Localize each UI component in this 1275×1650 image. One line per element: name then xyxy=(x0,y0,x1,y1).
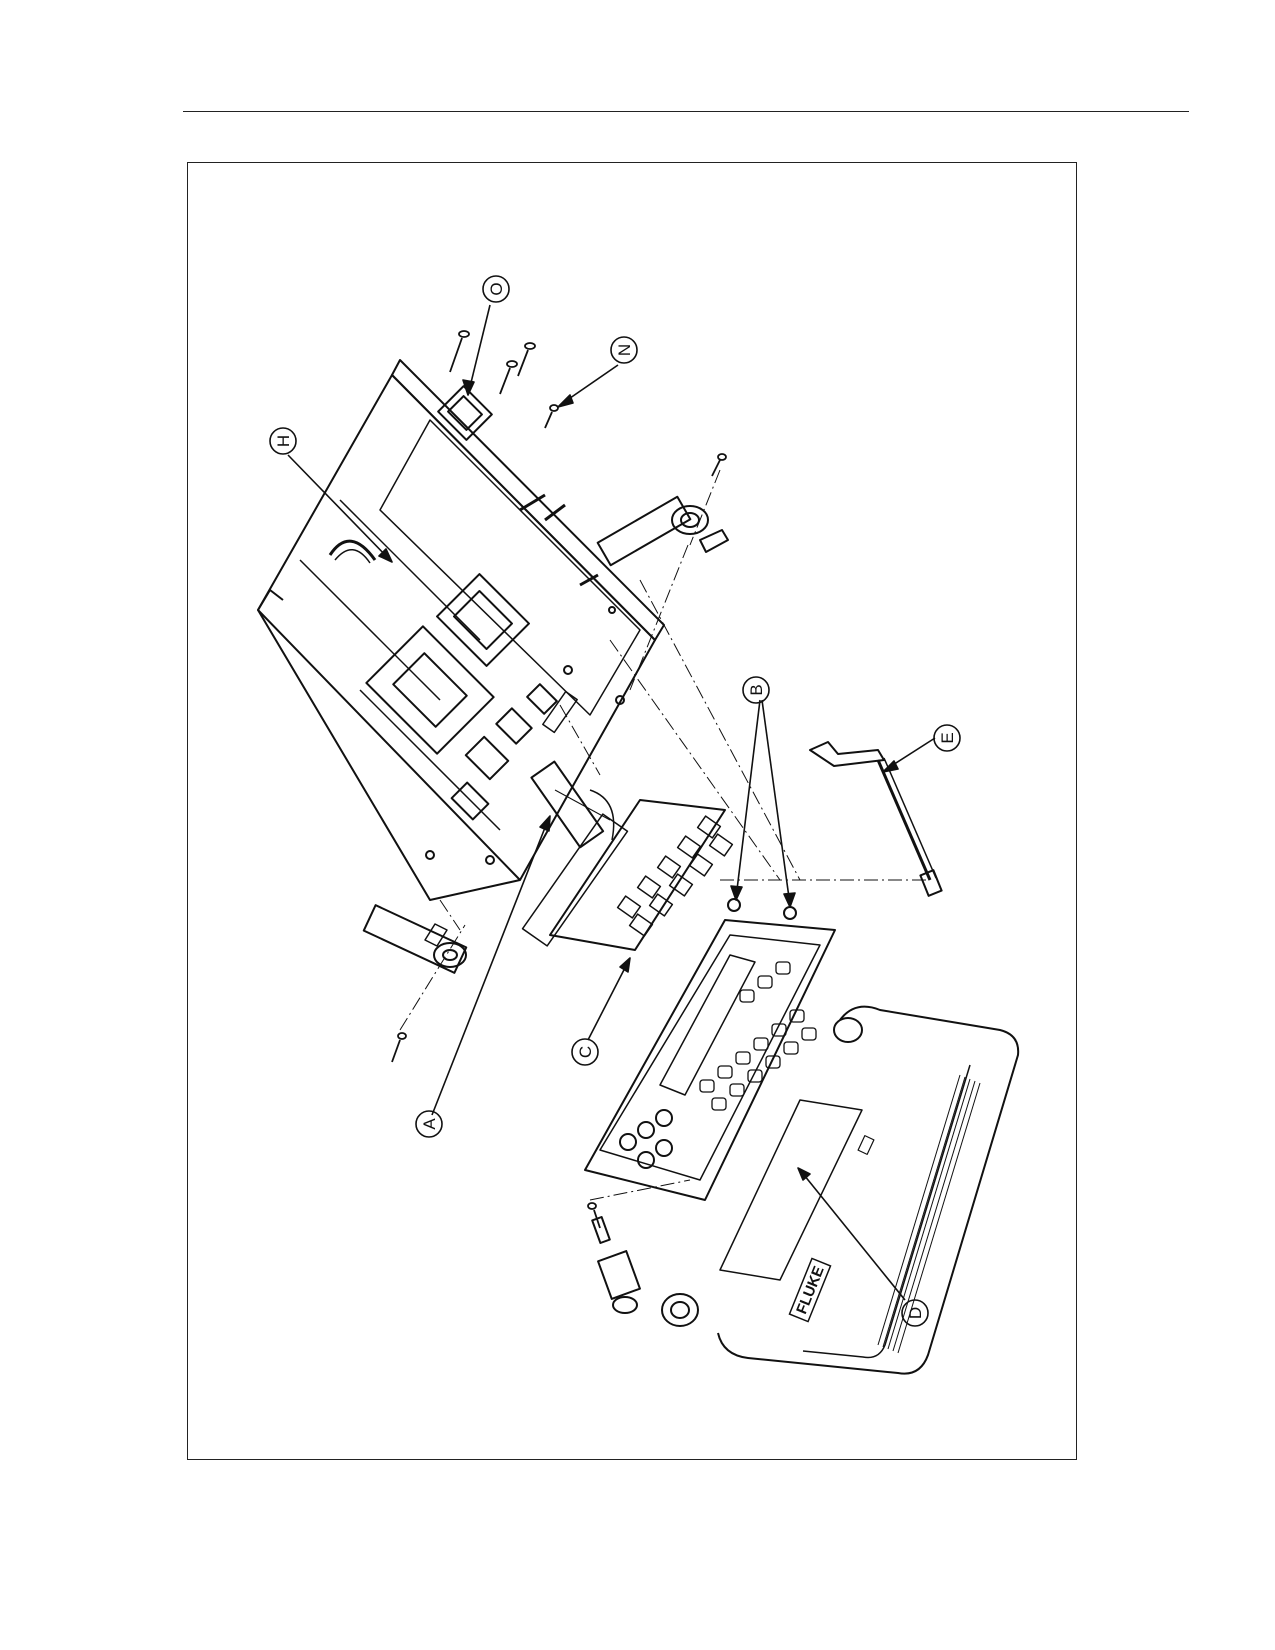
keyboard-pcb xyxy=(521,799,734,951)
callout-c: C xyxy=(571,1038,599,1066)
assembly-lines xyxy=(399,469,930,1201)
callout-d: D xyxy=(901,1299,929,1327)
svg-text:N: N xyxy=(615,344,634,356)
carrying-handle xyxy=(661,1005,1020,1375)
callout-o: O xyxy=(482,275,510,303)
svg-text:C: C xyxy=(576,1046,595,1058)
screw-set xyxy=(391,330,727,1229)
fuse-holder xyxy=(591,1216,641,1314)
svg-text:A: A xyxy=(420,1118,439,1130)
ribbon-cable xyxy=(530,760,615,849)
callout-h: H xyxy=(269,427,297,455)
svg-text:H: H xyxy=(274,435,293,447)
svg-text:O: O xyxy=(487,282,506,295)
figure-frame xyxy=(187,162,1077,1460)
chassis-assembly xyxy=(257,359,665,901)
brand-logo: FLUKE xyxy=(788,1257,832,1323)
callout-a: A xyxy=(415,1110,443,1138)
callout-b: B xyxy=(742,676,770,704)
callout-n: N xyxy=(610,336,638,364)
callout-e: E xyxy=(933,724,961,752)
svg-text:B: B xyxy=(747,684,766,695)
tilt-stand xyxy=(809,741,943,897)
front-panel xyxy=(584,898,836,1201)
svg-text:D: D xyxy=(906,1307,925,1319)
leader-lines xyxy=(287,304,936,1301)
svg-text:E: E xyxy=(938,732,957,743)
header-rule xyxy=(183,111,1189,112)
side-bracket-left xyxy=(362,904,468,974)
side-bracket-right xyxy=(596,495,729,567)
